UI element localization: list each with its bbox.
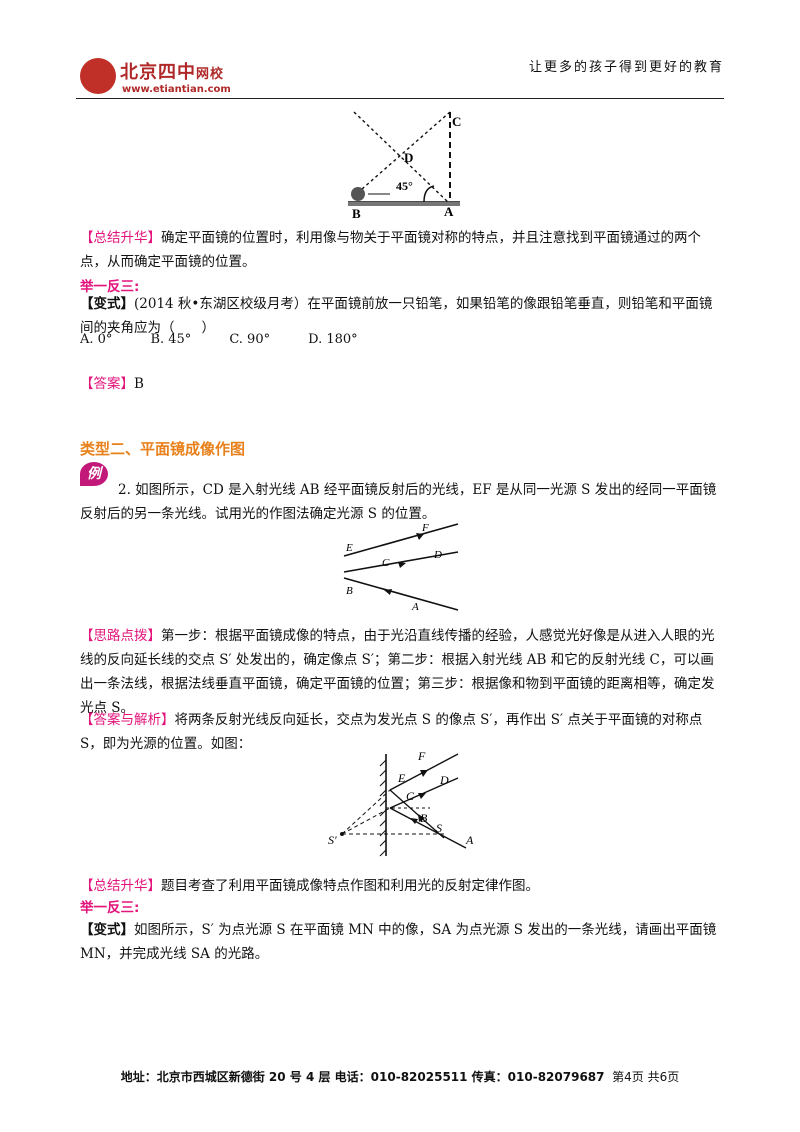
figure-rays: E F C D B A bbox=[343, 522, 459, 612]
fig2-label-e: E bbox=[345, 542, 353, 554]
answer-2-text: 将两条反射光线反向延长，交点为发光点 S 的像点 S′，再作出 S′ 点关于平面… bbox=[80, 712, 703, 752]
ray-cd bbox=[343, 551, 459, 573]
answer-1: 【答案】B bbox=[80, 372, 724, 396]
variant-1: 【变式】(2014 秋•东湖区校级月考）在平面镜前放一只铅笔，如果铅笔的像跟铅笔… bbox=[80, 292, 724, 340]
arrow-ab bbox=[384, 589, 392, 595]
logo-suffix: 网校 bbox=[196, 67, 225, 82]
example-badge: 例 bbox=[80, 462, 108, 486]
hint-2: 【思路点拨】第一步：根据平面镜成像的特点，由于光沿直线传播的经验，人感觉光好像是… bbox=[80, 624, 724, 720]
arrow-cd bbox=[418, 793, 426, 799]
ground-shade bbox=[348, 202, 460, 206]
fig2-label-d: D bbox=[433, 549, 442, 561]
fig1-angle: 45° bbox=[396, 179, 413, 193]
fig3-label-b: B bbox=[420, 811, 428, 825]
summary-1-text: 确定平面镜的位置时，利用像与物关于平面镜对称的特点，并且注意找到平面镜通过的两个… bbox=[80, 230, 701, 270]
ray-ef bbox=[343, 523, 459, 557]
summary-2-tag: 【总结升华】 bbox=[80, 878, 161, 894]
dashed-extension-1 bbox=[341, 789, 391, 835]
section-title: 类型二、平面镜成像作图 bbox=[80, 440, 246, 458]
fig2-label-a: A bbox=[411, 601, 419, 612]
fig3-label-f: F bbox=[417, 749, 426, 763]
variant-1-tag: 【变式】 bbox=[80, 296, 134, 312]
fig3-label-c: C bbox=[406, 789, 415, 803]
fig3-label-a: A bbox=[465, 833, 474, 847]
jyfs-heading-2: 举一反三: bbox=[80, 900, 140, 916]
fig3-label-e: E bbox=[397, 771, 406, 785]
choices: A. 0° B. 45° C. 90° D. 180° bbox=[80, 332, 396, 347]
dashed-extension-2 bbox=[341, 807, 391, 835]
figure-mirror-pencil: C D 45° A B bbox=[348, 111, 461, 220]
fig1-label-a: A bbox=[444, 204, 454, 219]
footer-address: 地址：北京市西城区新德街 20 号 4 层 电话：010-82025511 传真… bbox=[120, 1070, 605, 1084]
footer-page: 第4页 共6页 bbox=[612, 1070, 680, 1084]
answer-2: 【答案与解析】将两条反射光线反向延长，交点为发光点 S 的像点 S′，再作出 S… bbox=[80, 708, 724, 756]
summary-1-tag: 【总结升华】 bbox=[80, 230, 161, 246]
fig1-label-c: C bbox=[452, 114, 461, 129]
arrow-se bbox=[418, 814, 425, 822]
fig3-label-s: S bbox=[436, 821, 442, 835]
pencil-ball bbox=[351, 187, 365, 201]
choice-a: A. 0° bbox=[80, 332, 113, 347]
header-divider bbox=[76, 98, 724, 99]
question-2: 2. 如图所示，CD 是入射光线 AB 经平面镜反射后的光线，EF 是从同一光源… bbox=[80, 482, 717, 522]
variant-2-tag: 【变式】 bbox=[80, 922, 134, 938]
fig3-label-d: D bbox=[439, 773, 449, 787]
hint-2-text: 第一步：根据平面镜成像的特点，由于光沿直线传播的经验，人感觉光好像是从进入人眼的… bbox=[80, 628, 715, 716]
fig2-label-b: B bbox=[346, 585, 353, 597]
arrow-ab bbox=[410, 818, 418, 824]
arrow-cd bbox=[398, 562, 406, 568]
ray-ab bbox=[389, 807, 467, 849]
figure-solution: F E D C B S A S' bbox=[328, 749, 474, 857]
fig2-label-c: C bbox=[382, 557, 390, 569]
choice-b: B. 45° bbox=[150, 332, 192, 347]
ray-se bbox=[389, 789, 445, 839]
dotted-line-1 bbox=[353, 111, 451, 205]
summary-2: 【总结升华】题目考查了利用平面镜成像特点作图和利用光的反射定律作图。 bbox=[80, 874, 724, 898]
answer-2-tag: 【答案与解析】 bbox=[80, 712, 175, 728]
variant-2: 【变式】如图所示，S′ 为点光源 S 在平面镜 MN 中的像，SA 为点光源 S… bbox=[80, 918, 724, 966]
hint-2-tag: 【思路点拨】 bbox=[80, 628, 161, 644]
mirror-hatch bbox=[379, 759, 387, 857]
choice-d: D. 180° bbox=[308, 332, 358, 347]
arrow-ef bbox=[416, 533, 424, 540]
fig2-label-f: F bbox=[421, 522, 429, 534]
footer: 地址：北京市西城区新德街 20 号 4 层 电话：010-82025511 传真… bbox=[0, 1068, 800, 1085]
logo-name: 北京四中网校 bbox=[120, 62, 225, 83]
summary-2-text: 题目考查了利用平面镜成像特点作图和利用光的反射定律作图。 bbox=[161, 878, 539, 894]
fig1-label-d: D bbox=[404, 150, 413, 165]
answer-1-tag: 【答案】 bbox=[80, 376, 134, 392]
arrow-ef bbox=[420, 770, 428, 777]
fig1-label-b: B bbox=[352, 206, 361, 220]
summary-1: 【总结升华】确定平面镜的位置时，利用像与物关于平面镜对称的特点，并且注意找到平面… bbox=[80, 226, 724, 274]
choice-c: C. 90° bbox=[229, 332, 271, 347]
ray-ab bbox=[343, 577, 459, 611]
image-point bbox=[340, 832, 344, 836]
logo-url: www.etiantian.com bbox=[122, 84, 231, 95]
jyfs-heading-1: 举一反三: bbox=[80, 279, 140, 295]
logo-emblem bbox=[80, 58, 116, 94]
angle-arc bbox=[423, 185, 435, 203]
fig3-label-sprime: S' bbox=[328, 833, 337, 847]
variant-1-text: (2014 秋•东湖区校级月考）在平面镜前放一只铅笔，如果铅笔的像跟铅笔垂直，则… bbox=[80, 296, 713, 336]
slogan: 让更多的孩子得到更好的教育 bbox=[528, 60, 724, 75]
variant-2-text: 如图所示，S′ 为点光源 S 在平面镜 MN 中的像，SA 为点光源 S 发出的… bbox=[80, 922, 717, 962]
answer-1-text: B bbox=[134, 376, 144, 392]
